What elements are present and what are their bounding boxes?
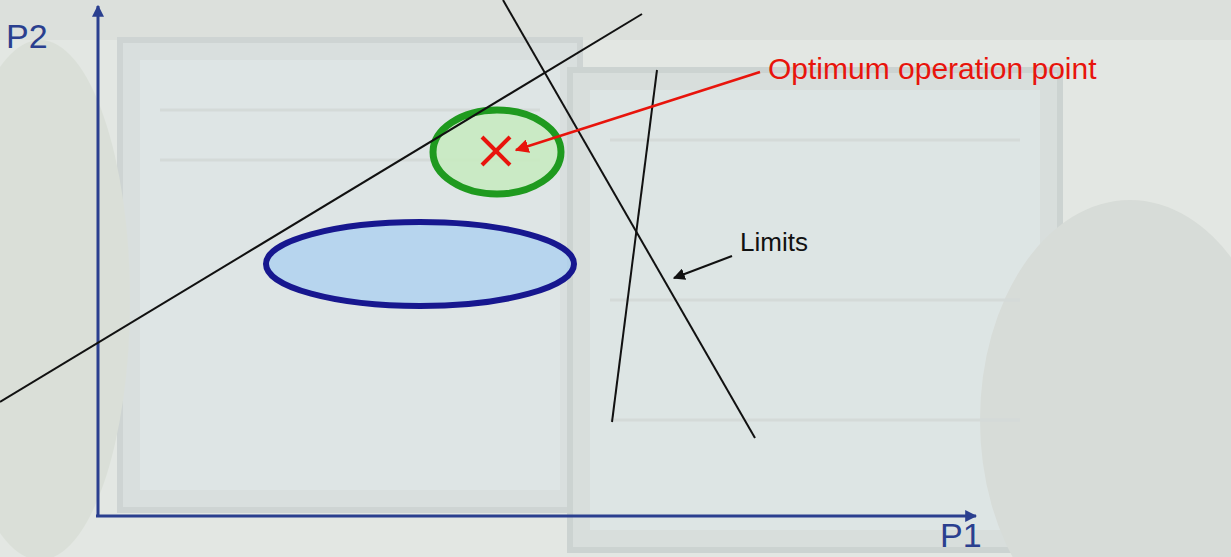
optimum-cross	[482, 137, 510, 165]
x-axis	[96, 515, 976, 518]
callout-label: Optimum operation point	[768, 52, 1097, 85]
optimum-region	[433, 110, 561, 194]
limit-line	[503, 0, 755, 438]
limit-line	[612, 70, 657, 422]
leader-arrow	[516, 72, 760, 150]
operating-region	[266, 222, 574, 306]
axis-label: P1	[940, 517, 982, 554]
y-axis	[97, 6, 100, 516]
limit-line	[0, 14, 642, 402]
callout-label: Limits	[740, 228, 808, 257]
leader-arrow	[674, 256, 732, 278]
axis-label: P2	[6, 18, 48, 55]
